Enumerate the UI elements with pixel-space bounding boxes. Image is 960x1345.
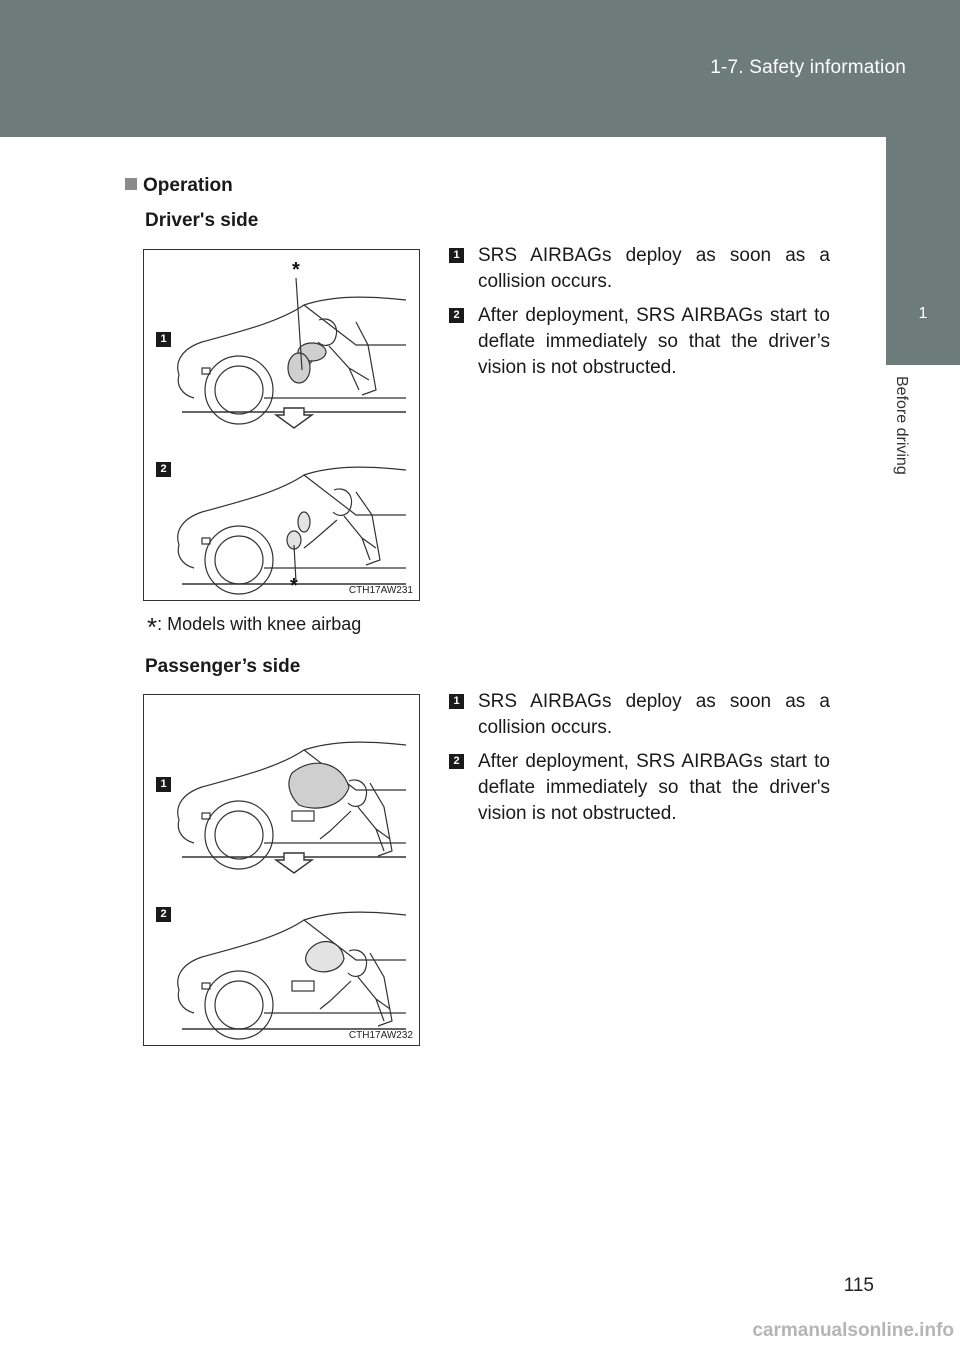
passengers-side-heading: Passenger’s side	[145, 656, 301, 677]
drivers-side-heading: Driver's side	[145, 210, 259, 231]
step-number-badge: 2	[449, 754, 464, 769]
header-title: 1-7. Safety information	[710, 57, 906, 78]
chapter-label: Before driving	[893, 376, 910, 475]
passengers-steps: 1 SRS AIRBAGs deploy as soon as a collis…	[449, 689, 830, 835]
passengers-step-1-text: SRS AIRBAGs deploy as soon as a collisio…	[478, 691, 830, 738]
passengers-figure-marker-1: 1	[156, 777, 171, 792]
section-heading-text: Operation	[143, 175, 233, 196]
page-number: 115	[843, 1275, 874, 1296]
drivers-step-2-text: After deployment, SRS AIRBAGs start to d…	[478, 305, 830, 378]
drivers-figure-marker-2: 2	[156, 462, 171, 477]
watermark[interactable]: carmanualsonline.info	[752, 1320, 954, 1341]
passengers-side-figure: 1 2 CTH17AW232	[143, 694, 420, 1046]
drivers-figure-asterisk-top: *	[292, 259, 300, 281]
drivers-figure-code: CTH17AW231	[348, 585, 413, 596]
passengers-step-2-text: After deployment, SRS AIRBAGs start to d…	[478, 751, 830, 824]
drivers-figure-asterisk-bottom: *	[290, 575, 298, 597]
square-bullet-icon	[125, 178, 137, 190]
section-heading: Operation	[125, 175, 233, 197]
drivers-figure-marker-1: 1	[156, 332, 171, 347]
drivers-step-2: 2 After deployment, SRS AIRBAGs start to…	[449, 303, 830, 381]
drivers-side-figure: * * 1 2 CTH17AW231	[143, 249, 420, 601]
passengers-figure-code: CTH17AW232	[348, 1030, 413, 1041]
passengers-step-2: 2 After deployment, SRS AIRBAGs start to…	[449, 749, 830, 827]
passengers-step-1: 1 SRS AIRBAGs deploy as soon as a collis…	[449, 689, 830, 741]
chapter-label-container: Before driving	[884, 376, 924, 506]
chapter-tab: 1	[886, 137, 960, 365]
step-number-badge: 1	[449, 248, 464, 263]
passengers-airbag-illustration	[177, 741, 407, 1040]
footnote: *: Models with knee airbag	[147, 612, 361, 643]
drivers-step-1-text: SRS AIRBAGs deploy as soon as a collisio…	[478, 245, 830, 292]
footnote-text: : Models with knee airbag	[157, 614, 362, 634]
drivers-step-1: 1 SRS AIRBAGs deploy as soon as a collis…	[449, 243, 830, 295]
drivers-steps: 1 SRS AIRBAGs deploy as soon as a collis…	[449, 243, 830, 389]
passengers-figure-marker-2: 2	[156, 907, 171, 922]
page-header: 1-7. Safety information	[0, 0, 960, 137]
footnote-marker: *	[147, 612, 158, 642]
step-number-badge: 2	[449, 308, 464, 323]
step-number-badge: 1	[449, 694, 464, 709]
chapter-number: 1	[918, 305, 928, 322]
drivers-airbag-illustration: * *	[177, 259, 407, 597]
